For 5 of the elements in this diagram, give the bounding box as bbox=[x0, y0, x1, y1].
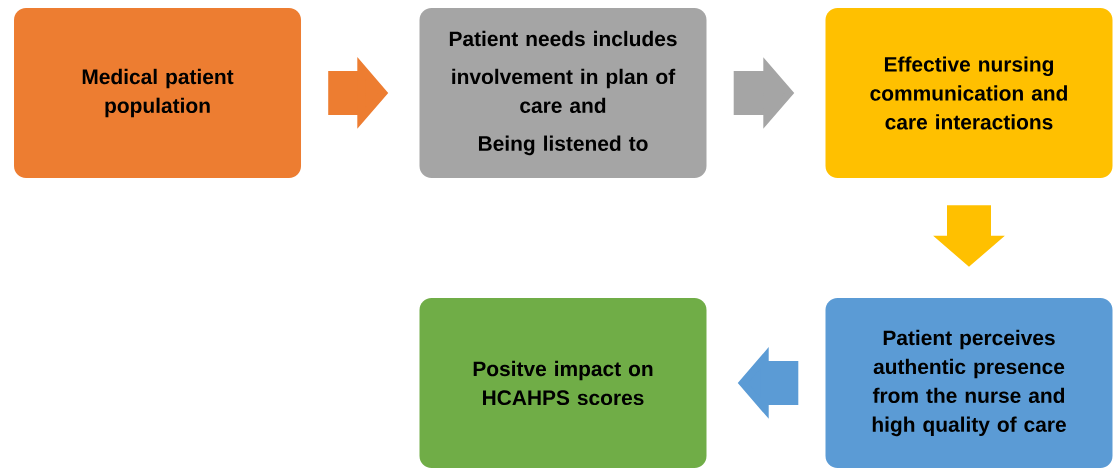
process-box: Effective nursing communication and care interactions bbox=[825, 8, 1113, 178]
process-box: Medical patient population bbox=[14, 8, 301, 178]
process-box: Patient needs includes involvement in plan of care and Being listened to bbox=[419, 8, 707, 178]
process-box: Positve impact on HCAHPS scores bbox=[419, 298, 707, 468]
process-box: Patient perceives authentic presence from the nurse and high quality of care bbox=[825, 298, 1113, 468]
